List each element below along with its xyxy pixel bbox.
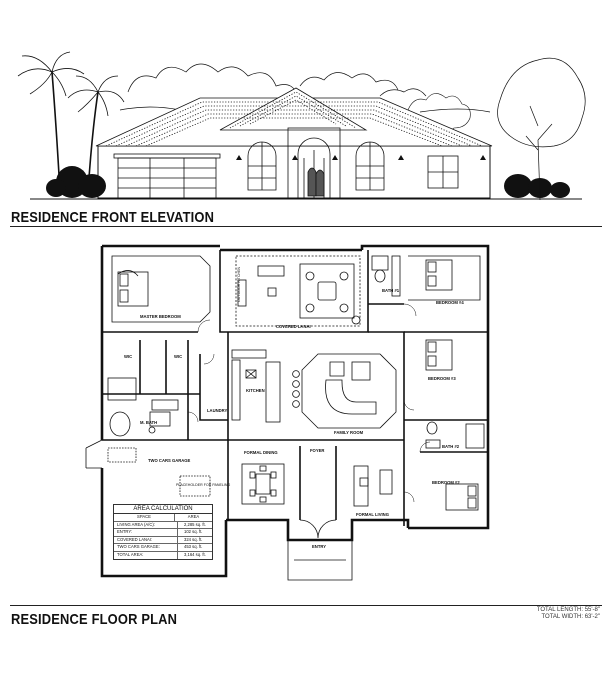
table-row: TOTAL AREA: 3,164 sq. ft. xyxy=(114,551,212,559)
exterior-walls xyxy=(100,244,490,578)
header-space: SPACE xyxy=(114,514,175,521)
table-row: COVERED LANAI: 324 sq. ft. xyxy=(114,536,212,545)
bath-2 xyxy=(425,421,485,449)
row-area: 102 sq. ft. xyxy=(184,529,203,535)
row-space: ENTRY: xyxy=(114,529,178,536)
bath-1 xyxy=(371,255,401,297)
label-bedroom-4: BEDROOM #4 xyxy=(436,300,464,305)
bedroom-2 xyxy=(445,483,479,511)
row-area: 3,164 sq. ft. xyxy=(184,551,206,557)
elevation-title: RESIDENCE FRONT ELEVATION xyxy=(11,209,215,226)
label-wic-2: WIC xyxy=(174,354,182,359)
label-formal-living: FORMAL LIVING xyxy=(356,512,389,517)
arched-window-left xyxy=(247,141,277,191)
bedroom-3 xyxy=(425,339,453,371)
shrubs-right xyxy=(504,174,570,198)
door-swings xyxy=(187,303,431,503)
kitchen xyxy=(231,349,300,423)
row-area: 2,285 sq. ft. xyxy=(184,521,206,527)
label-master-bath: M. BATH xyxy=(140,420,157,425)
row-space: LIVING AREA (A/C): xyxy=(114,521,178,529)
total-length: TOTAL LENGTH: 55'-8" xyxy=(536,607,600,613)
area-calculation-table: AREA CALCULATION SPACE AREA LIVING AREA … xyxy=(113,504,213,560)
master-bedroom xyxy=(111,255,211,323)
title-rule-plan xyxy=(10,605,602,606)
garage-door xyxy=(113,153,221,199)
hip-roof xyxy=(95,87,493,147)
covered-lanai xyxy=(235,255,361,327)
label-bath-2: BATH #2 xyxy=(442,444,460,449)
entry-portico xyxy=(287,127,341,199)
label-two-cars-garage: TWO CARS GARAGE xyxy=(148,458,191,463)
garage-openings xyxy=(85,439,211,497)
row-space: TOTAL AREA: xyxy=(114,551,178,559)
arched-window-right xyxy=(355,141,385,191)
label-laundry: LAUNDRY xyxy=(207,408,228,413)
label-wic-1: WIC xyxy=(124,354,132,359)
label-bedroom-2: BEDROOM #2 xyxy=(432,480,460,485)
floor-plan xyxy=(85,244,490,581)
table-row: LIVING AREA (A/C): 2,285 sq. ft. xyxy=(114,521,212,530)
label-kitchen: KITCHEN xyxy=(246,388,265,393)
formal-living xyxy=(353,465,393,507)
wall-lights xyxy=(236,155,486,160)
label-master-bedroom: MASTER BEDROOM xyxy=(140,314,181,319)
square-window-right xyxy=(427,155,459,189)
label-formal-dining: FORMAL DINING xyxy=(244,450,278,455)
label-outdoor-kitchen: OUTDOOR KITCHEN xyxy=(237,266,241,302)
area-table-header: SPACE AREA xyxy=(114,514,212,522)
bedroom-4 xyxy=(408,255,481,301)
plan-title: RESIDENCE FLOOR PLAN xyxy=(11,611,178,628)
label-foyer: FOYER xyxy=(310,448,324,453)
master-bath xyxy=(107,377,179,437)
label-family-room: FAMILY ROOM xyxy=(334,430,364,435)
interior-walls xyxy=(102,250,488,526)
family-room xyxy=(301,353,397,429)
tree-right xyxy=(497,57,586,201)
row-area: 324 sq. ft. xyxy=(184,536,203,542)
label-garage-note: PLACEHOLDER FOR PANELING xyxy=(176,483,230,487)
row-space: COVERED LANAI: xyxy=(114,536,178,544)
header-area: AREA xyxy=(187,514,200,519)
total-dimensions: TOTAL LENGTH: 55'-8" TOTAL WIDTH: 63'-2" xyxy=(537,607,600,621)
label-covered-lanai: COVERED LANAI xyxy=(276,324,311,329)
row-space: TWO CARS GARAGE: xyxy=(114,544,178,551)
area-table-title: AREA CALCULATION xyxy=(114,505,212,514)
label-bath-1: BATH #1 xyxy=(382,288,400,293)
entry-steps xyxy=(287,519,353,581)
front-elevation xyxy=(17,51,586,201)
room-labels: MASTER BEDROOM WIC WIC M. BATH LAUNDRY K… xyxy=(124,266,464,549)
row-area: 453 sq. ft. xyxy=(184,544,203,550)
table-row: TWO CARS GARAGE: 453 sq. ft. xyxy=(114,544,212,552)
formal-dining xyxy=(241,463,285,505)
label-bedroom-3: BEDROOM #3 xyxy=(428,376,456,381)
total-width: TOTAL WIDTH: 63'-2" xyxy=(541,614,600,620)
label-entry: ENTRY xyxy=(312,544,326,549)
title-rule-elevation xyxy=(10,226,602,227)
table-row: ENTRY: 102 sq. ft. xyxy=(114,529,212,537)
shrubs-left xyxy=(46,166,106,198)
